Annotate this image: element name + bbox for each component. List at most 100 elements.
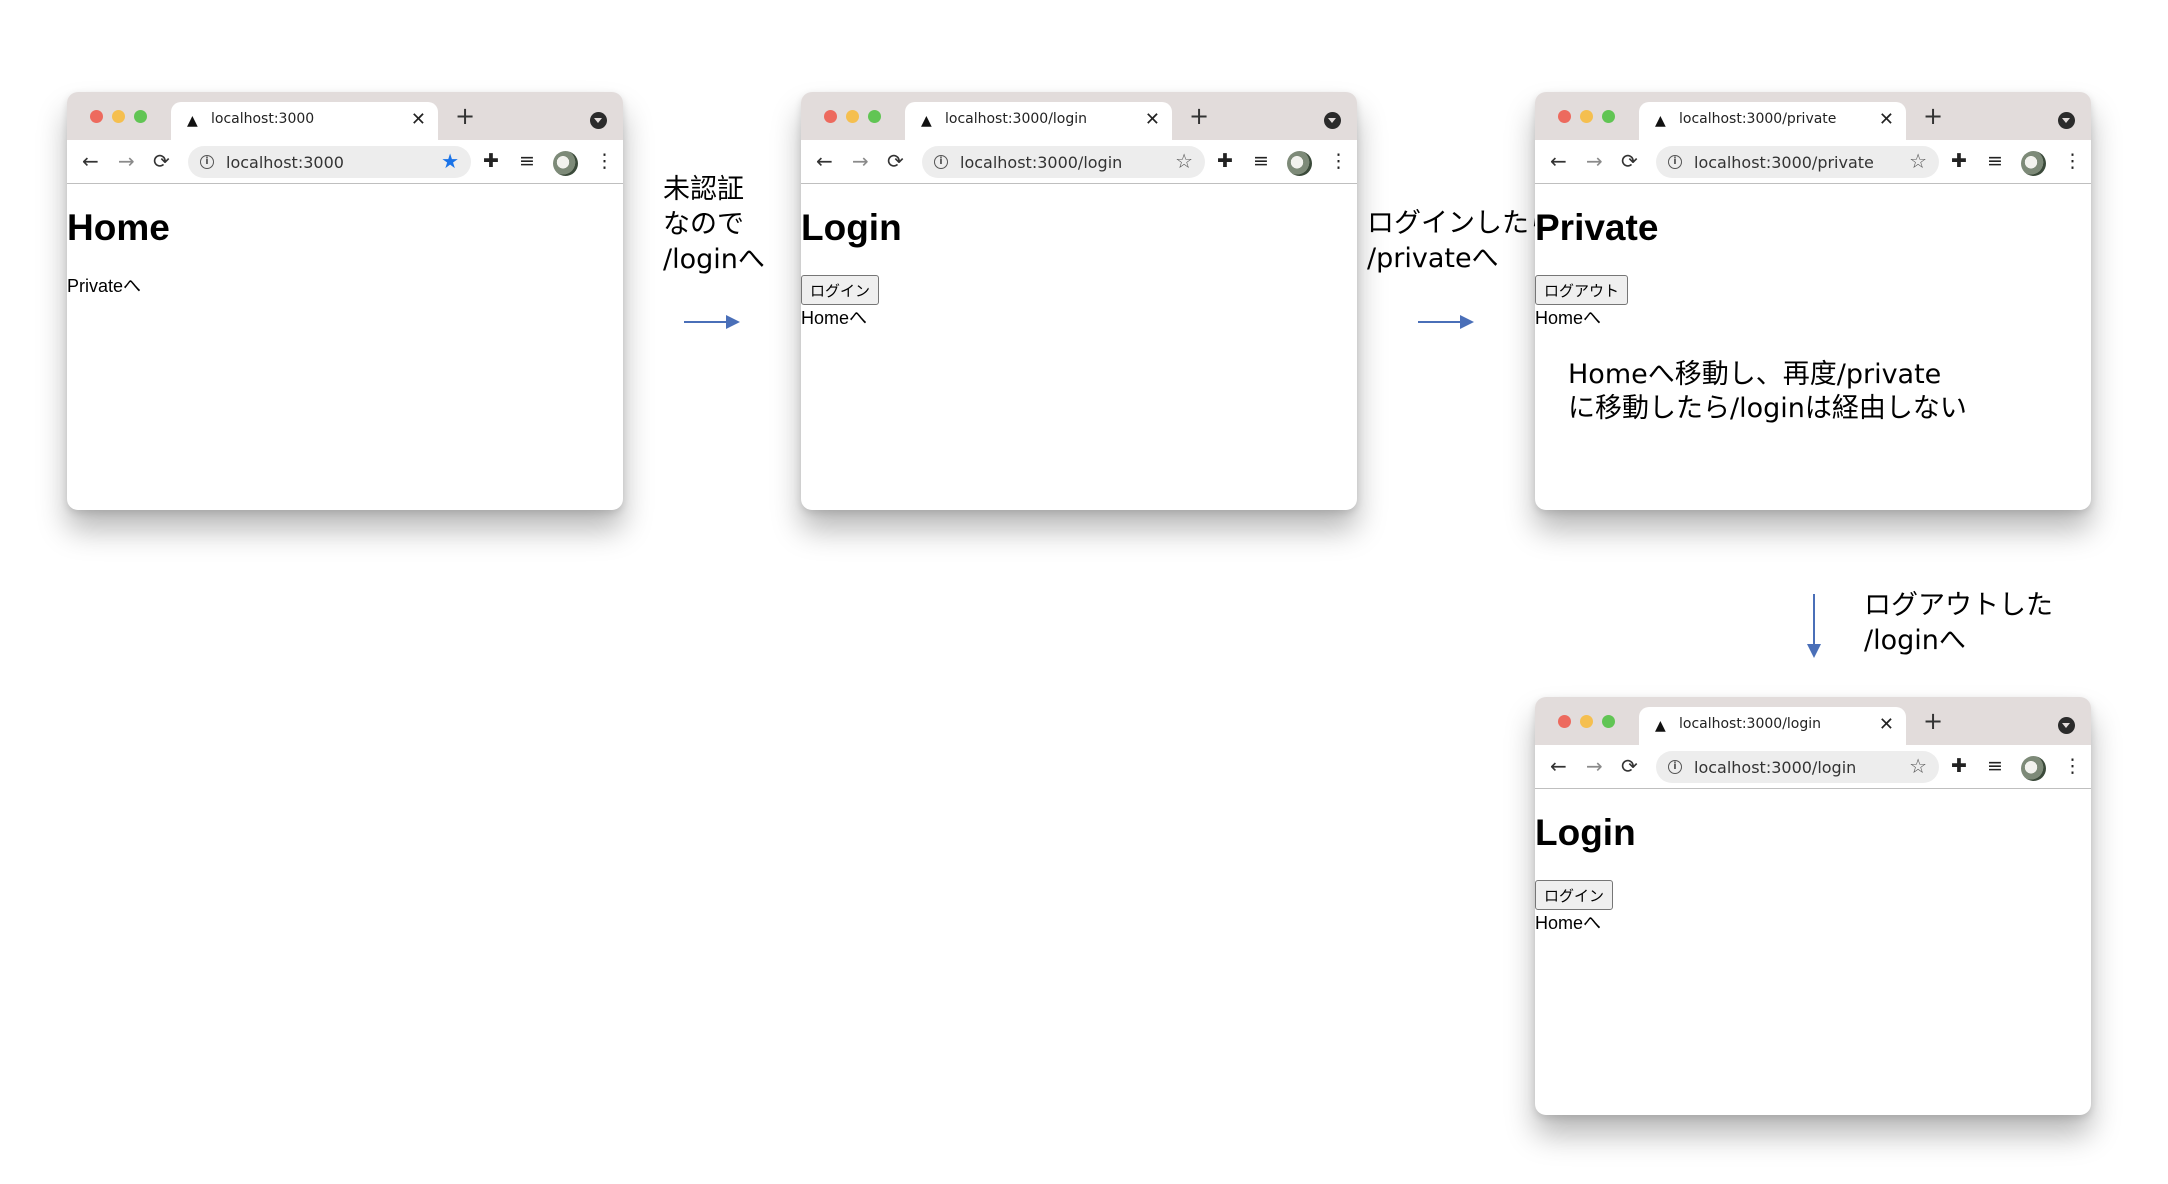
address-bar[interactable]: i localhost:3000 ★ bbox=[188, 146, 471, 178]
active-tab[interactable]: ▲ localhost:3000/private ✕ bbox=[1639, 102, 1906, 140]
browser-window-private: ▲ localhost:3000/private ✕ + ← → ⟳ i loc… bbox=[1535, 92, 2091, 510]
new-tab-button[interactable]: + bbox=[1189, 102, 1210, 130]
address-bar[interactable]: i localhost:3000/login ☆ bbox=[1656, 751, 1939, 783]
bookmark-star-icon[interactable]: ☆ bbox=[1909, 149, 1927, 173]
logout-button[interactable]: ログアウト bbox=[1535, 275, 1629, 305]
forward-icon[interactable]: → bbox=[852, 149, 869, 173]
window-controls bbox=[1558, 110, 1615, 123]
close-tab-icon[interactable]: ✕ bbox=[410, 109, 426, 130]
arrow-home-to-login bbox=[684, 315, 740, 329]
close-tab-icon[interactable]: ✕ bbox=[1144, 109, 1160, 130]
forward-icon[interactable]: → bbox=[118, 149, 135, 173]
reload-icon[interactable]: ⟳ bbox=[1621, 149, 1638, 173]
close-tab-icon[interactable]: ✕ bbox=[1878, 714, 1894, 735]
back-icon[interactable]: ← bbox=[816, 149, 833, 173]
site-info-icon[interactable]: i bbox=[200, 155, 214, 169]
close-window-button[interactable] bbox=[1558, 110, 1571, 123]
zoom-window-button[interactable] bbox=[1602, 715, 1615, 728]
new-tab-button[interactable]: + bbox=[1923, 102, 1944, 130]
forward-icon[interactable]: → bbox=[1586, 754, 1603, 778]
browser-toolbar: ← → ⟳ i localhost:3000/login ☆ ✚ ≡ ⋮ bbox=[1535, 745, 2091, 789]
extensions-icon[interactable]: ✚ bbox=[483, 150, 499, 172]
minimize-window-button[interactable] bbox=[112, 110, 125, 123]
zoom-window-button[interactable] bbox=[1602, 110, 1615, 123]
browser-menu-icon[interactable]: ⋮ bbox=[2063, 150, 2082, 172]
back-icon[interactable]: ← bbox=[82, 149, 99, 173]
home-link[interactable]: Homeへ bbox=[1535, 308, 1602, 328]
reading-list-icon[interactable]: ≡ bbox=[1253, 150, 1269, 172]
login-button[interactable]: ログイン bbox=[1535, 880, 1614, 910]
url-text[interactable]: localhost:3000/login bbox=[1694, 758, 1857, 777]
browser-window-login-after-logout: ▲ localhost:3000/login ✕ + ← → ⟳ i local… bbox=[1535, 697, 2091, 1115]
zoom-window-button[interactable] bbox=[134, 110, 147, 123]
active-tab[interactable]: ▲ localhost:3000/login ✕ bbox=[905, 102, 1172, 140]
browser-window-login: ▲ localhost:3000/login ✕ + ← → ⟳ i local… bbox=[801, 92, 1357, 510]
active-tab[interactable]: ▲ localhost:3000/login ✕ bbox=[1639, 707, 1906, 745]
minimize-window-button[interactable] bbox=[846, 110, 859, 123]
url-text[interactable]: localhost:3000 bbox=[226, 153, 344, 172]
forward-icon[interactable]: → bbox=[1586, 149, 1603, 173]
reload-icon[interactable]: ⟳ bbox=[153, 149, 170, 173]
extensions-icon[interactable]: ✚ bbox=[1217, 150, 1233, 172]
site-info-icon[interactable]: i bbox=[1668, 155, 1682, 169]
reading-list-icon[interactable]: ≡ bbox=[519, 150, 535, 172]
tab-title: localhost:3000/login bbox=[945, 111, 1088, 127]
close-window-button[interactable] bbox=[1558, 715, 1571, 728]
profile-avatar[interactable] bbox=[1287, 151, 1312, 176]
profile-avatar[interactable] bbox=[2021, 151, 2046, 176]
extensions-icon[interactable]: ✚ bbox=[1951, 150, 1967, 172]
tab-search-icon[interactable] bbox=[1324, 112, 1341, 129]
caption-after-logout: ログアウトした /loginへ bbox=[1864, 590, 2053, 656]
tab-search-icon[interactable] bbox=[590, 112, 607, 129]
extensions-icon[interactable]: ✚ bbox=[1951, 755, 1967, 777]
site-info-icon[interactable]: i bbox=[1668, 760, 1682, 774]
bookmark-star-icon[interactable]: ☆ bbox=[1909, 754, 1927, 778]
url-text[interactable]: localhost:3000/private bbox=[1694, 153, 1874, 172]
profile-avatar[interactable] bbox=[2021, 756, 2046, 781]
minimize-window-button[interactable] bbox=[1580, 110, 1593, 123]
tab-title: localhost:3000/private bbox=[1679, 111, 1837, 127]
close-window-button[interactable] bbox=[90, 110, 103, 123]
reload-icon[interactable]: ⟳ bbox=[887, 149, 904, 173]
tab-search-icon[interactable] bbox=[2058, 112, 2075, 129]
profile-avatar[interactable] bbox=[553, 151, 578, 176]
tab-title: localhost:3000/login bbox=[1679, 716, 1822, 732]
home-link[interactable]: Homeへ bbox=[1535, 913, 1602, 933]
page-title: Login bbox=[801, 207, 902, 248]
bookmark-star-icon[interactable]: ☆ bbox=[1175, 149, 1193, 173]
minimize-window-button[interactable] bbox=[1580, 715, 1593, 728]
reading-list-icon[interactable]: ≡ bbox=[1987, 150, 2003, 172]
new-tab-button[interactable]: + bbox=[1923, 707, 1944, 735]
zoom-window-button[interactable] bbox=[868, 110, 881, 123]
browser-menu-icon[interactable]: ⋮ bbox=[595, 150, 614, 172]
arrow-private-to-login bbox=[1807, 594, 1821, 658]
bookmark-star-icon[interactable]: ★ bbox=[441, 149, 459, 173]
window-controls bbox=[1558, 715, 1615, 728]
browser-window-home: ▲ localhost:3000 ✕ + ← → ⟳ i localhost:3… bbox=[67, 92, 623, 510]
tab-strip: ▲ localhost:3000/login ✕ + bbox=[1535, 697, 2091, 745]
site-info-icon[interactable]: i bbox=[934, 155, 948, 169]
url-text[interactable]: localhost:3000/login bbox=[960, 153, 1123, 172]
close-window-button[interactable] bbox=[824, 110, 837, 123]
favicon-icon: ▲ bbox=[1655, 113, 1666, 129]
address-bar[interactable]: i localhost:3000/private ☆ bbox=[1656, 146, 1939, 178]
browser-toolbar: ← → ⟳ i localhost:3000 ★ ✚ ≡ ⋮ bbox=[67, 140, 623, 184]
tab-search-icon[interactable] bbox=[2058, 717, 2075, 734]
favicon-icon: ▲ bbox=[187, 113, 198, 129]
reload-icon[interactable]: ⟳ bbox=[1621, 754, 1638, 778]
back-icon[interactable]: ← bbox=[1550, 754, 1567, 778]
login-button[interactable]: ログイン bbox=[801, 275, 880, 305]
back-icon[interactable]: ← bbox=[1550, 149, 1567, 173]
active-tab[interactable]: ▲ localhost:3000 ✕ bbox=[171, 102, 438, 140]
reading-list-icon[interactable]: ≡ bbox=[1987, 755, 2003, 777]
arrow-login-to-private bbox=[1418, 315, 1474, 329]
home-link[interactable]: Homeへ bbox=[801, 308, 868, 328]
browser-menu-icon[interactable]: ⋮ bbox=[1329, 150, 1348, 172]
window-controls bbox=[824, 110, 881, 123]
address-bar[interactable]: i localhost:3000/login ☆ bbox=[922, 146, 1205, 178]
private-link[interactable]: Privateへ bbox=[67, 276, 142, 296]
browser-menu-icon[interactable]: ⋮ bbox=[2063, 755, 2082, 777]
close-tab-icon[interactable]: ✕ bbox=[1878, 109, 1894, 130]
new-tab-button[interactable]: + bbox=[455, 102, 476, 130]
page-title: Private bbox=[1535, 207, 1659, 248]
